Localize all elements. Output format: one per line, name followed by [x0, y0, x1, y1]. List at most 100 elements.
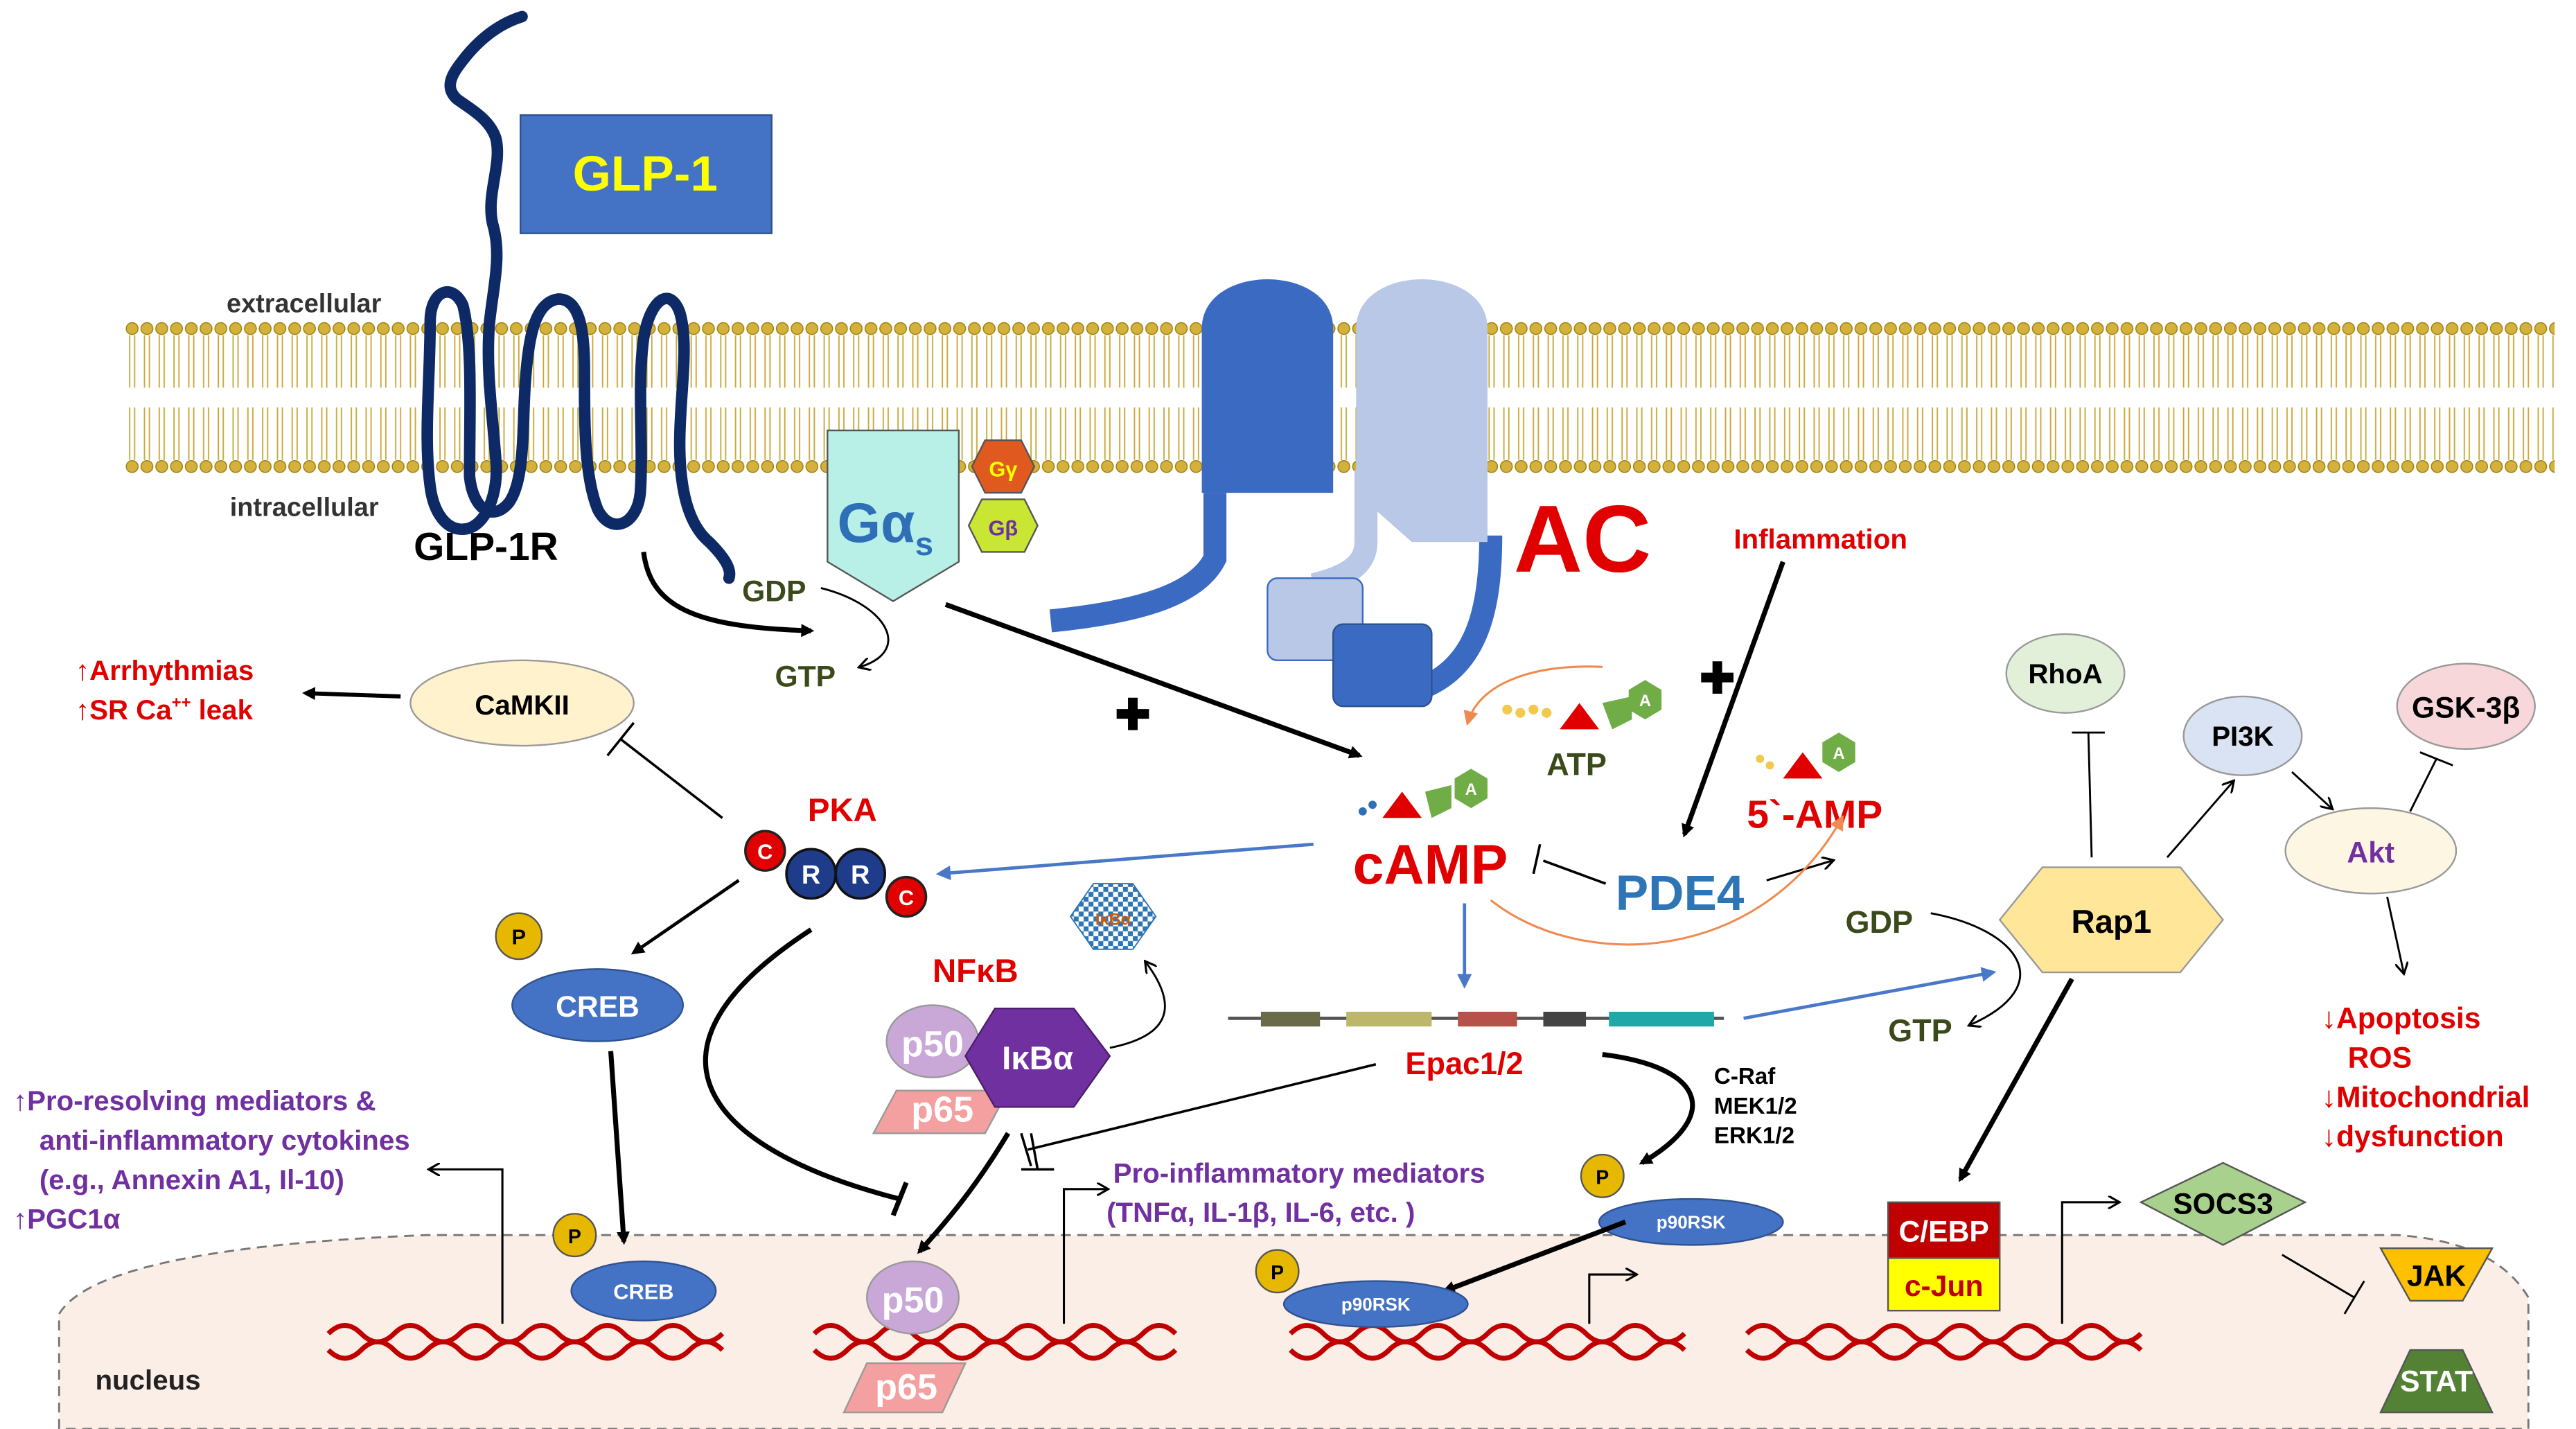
g-gamma-label: Gγ	[989, 457, 1017, 481]
p65-top-label: p65	[911, 1090, 973, 1130]
creb-cytoplasm	[511, 968, 684, 1042]
pro-resolving-line2: anti-inflammatory cytokines	[39, 1125, 410, 1156]
socs3-label: SOCS3	[2173, 1187, 2273, 1220]
akt-node	[2284, 807, 2458, 895]
dna-helix-p90rsk	[1289, 1322, 1686, 1361]
rap1-to-cebp-arrow	[1958, 977, 2074, 1182]
p-p90-nuc-label: P	[1271, 1262, 1284, 1284]
glp1-ligand-box	[519, 114, 773, 234]
ac-label: AC	[1514, 486, 1652, 593]
gdp-gtp-exchange-arrow	[820, 587, 890, 667]
p65-cytoplasm	[872, 1089, 1009, 1134]
socs3-inhibits-jak	[2282, 1254, 2365, 1315]
pro-resolving-line1: ↑Pro-resolving mediators &	[13, 1085, 376, 1116]
amp-a-label: A	[1833, 745, 1844, 763]
g-gamma	[971, 439, 1036, 494]
akt-inhibits-gsk3b	[2409, 751, 2453, 812]
pka-regulatory-2	[834, 848, 887, 900]
pi3k-label: PI3K	[2212, 721, 2274, 752]
pka-r2-label: R	[851, 861, 870, 890]
atp-a-label: A	[1639, 692, 1651, 710]
plus-sign-1: ✚	[1115, 691, 1151, 739]
pro-resolving-line3: (e.g., Annexin A1, Il-10)	[39, 1164, 344, 1195]
pro-inflammatory-line1: Pro-inflammatory mediators	[1113, 1157, 1485, 1189]
camp-a-label: A	[1465, 781, 1477, 799]
gas-to-camp-arrow	[944, 602, 1363, 759]
inflammation-label: Inflammation	[1733, 524, 1907, 555]
socs3-node	[2139, 1161, 2307, 1246]
mek-label: MEK1/2	[1714, 1094, 1797, 1119]
p90rsk-nucleus	[1282, 1280, 1469, 1329]
rap1-to-pi3k-arrow	[2166, 782, 2233, 859]
pka-inhibits-nfkb	[703, 927, 909, 1217]
epac-label: Epac1/2	[1405, 1046, 1523, 1081]
gdp-left-label: GDP	[742, 575, 806, 608]
pka-label: PKA	[808, 792, 877, 829]
g-alpha-s	[827, 429, 960, 602]
transcription-arrow-cebp	[2061, 1202, 2118, 1324]
g-alpha-s-subscript: s	[915, 526, 933, 563]
rhoa-label: RhoA	[2028, 658, 2102, 690]
glp1-receptor	[421, 10, 736, 584]
gsk3b-node	[2396, 663, 2536, 750]
phospho-p90rsk-nucleus	[1255, 1249, 1300, 1294]
camkii-to-arrhythmias-arrow	[302, 687, 401, 701]
stat-node	[2379, 1349, 2494, 1414]
atp-label: ATP	[1546, 747, 1607, 782]
glp1r-label: GLP-1R	[414, 525, 558, 569]
pro-inflammatory-line2: (TNFα, IL-1β, IL-6, etc. )	[1106, 1197, 1415, 1228]
pka-catalytic-2	[885, 875, 928, 918]
pka-c2-label: C	[899, 886, 914, 910]
rap1-inhibits-rhoa	[2072, 731, 2105, 858]
g-beta	[967, 498, 1039, 553]
pka-inhibits-camkii	[606, 721, 723, 819]
camp-to-pka-arrow	[935, 842, 1314, 881]
pgc1a-label: ↑PGC1α	[13, 1204, 121, 1235]
cjun-box	[1887, 1257, 2001, 1312]
p90-nuc-label: p90RSK	[1341, 1294, 1411, 1315]
epac-protein	[1228, 1011, 1724, 1027]
pde4-label: PDE4	[1616, 866, 1745, 921]
amp-molecule-icon	[1756, 733, 1855, 779]
camkii-label: CaMKII	[475, 690, 569, 721]
transcription-arrow-nfkb	[1063, 1189, 1107, 1324]
intracellular-label: intracellular	[230, 493, 379, 522]
g-alpha-s-main: Gα	[838, 492, 915, 554]
camp-to-amp-orange-arrow	[1490, 815, 1844, 946]
ikba-degraded	[1069, 883, 1157, 950]
rhoa-node	[2005, 633, 2126, 714]
apoptosis-label: ↓Apoptosis	[2322, 1002, 2481, 1035]
pka-c1-label: C	[757, 840, 773, 864]
pi3k-to-akt-arrow	[2291, 771, 2331, 808]
cebp-label: C/EBP	[1899, 1216, 1989, 1249]
pka-catalytic-1	[744, 830, 786, 872]
akt-to-outcomes-arrow	[2386, 896, 2403, 972]
phospho-p90rsk-top	[1580, 1153, 1625, 1198]
plus-sign-2: ✚	[1700, 655, 1736, 703]
jak-label: JAK	[2407, 1260, 2467, 1293]
ikba-degraded-label: IκBα	[1095, 911, 1131, 929]
mitochondrial-line1: ↓Mitochondrial	[2322, 1080, 2530, 1114]
glp1-label: GLP-1	[573, 147, 718, 202]
sr-leak-prefix: ↑SR Ca	[76, 694, 172, 726]
cebp-box	[1887, 1201, 2001, 1259]
ikba-degradation-arrow	[1109, 963, 1166, 1049]
cjun-label: c-Jun	[1905, 1270, 1984, 1303]
amp5-label: 5`-AMP	[1747, 794, 1882, 837]
creb-nuc-label: CREB	[613, 1280, 673, 1304]
nfkb-label: NFκB	[933, 953, 1018, 990]
atp-molecule-icon	[1502, 680, 1662, 730]
p90-top-label: p90RSK	[1657, 1212, 1726, 1233]
pi3k-node	[2182, 695, 2303, 776]
p50-top-label: p50	[901, 1024, 964, 1064]
g-beta-label: Gβ	[988, 516, 1018, 541]
gsk3b-label: GSK-3β	[2412, 692, 2520, 725]
dna-helix-nfkb	[812, 1322, 1178, 1361]
gtp-right-label: GTP	[1888, 1013, 1952, 1049]
gdp-right-label: GDP	[1846, 904, 1914, 940]
jak-node	[2379, 1247, 2494, 1302]
transcription-arrow-p90rsk	[1588, 1274, 1635, 1324]
camp-molecule-icon	[1358, 769, 1488, 818]
dna-helix-creb	[326, 1322, 725, 1361]
